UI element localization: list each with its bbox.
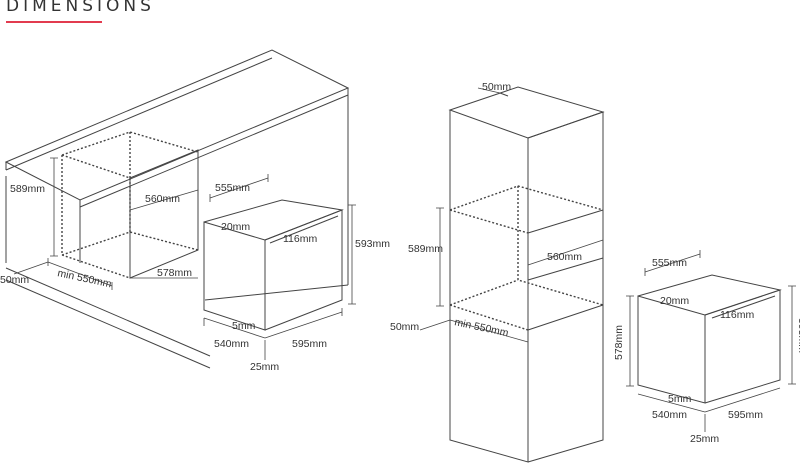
label-left-cavity-width: 560mm [145, 193, 180, 205]
tall-top-gap [499, 92, 509, 97]
tall-lower-cabinet [527, 257, 604, 331]
label-left-oven-width: 595mm [292, 338, 327, 350]
label-left-oven-inner: 20mm [221, 221, 250, 233]
label-left-front-offset: 50mm [0, 274, 29, 286]
label-right-oven-width: 595mm [728, 409, 763, 421]
label-right-oven-front: 25mm [690, 433, 719, 445]
tall-top [448, 86, 605, 139]
cabinet-opening [129, 149, 199, 279]
label-right-oven-height: 593mm [796, 318, 800, 353]
label-right-oven-gap: 5mm [668, 393, 692, 405]
label-tall-top-gap: 50mm [482, 81, 511, 93]
label-right-oven-front-height: 578mm [613, 325, 625, 360]
label-tall-cavity-width: 560mm [547, 251, 582, 263]
label-tall-front-offset: 50mm [390, 321, 419, 333]
worktop [4, 49, 350, 201]
counter-front [5, 95, 349, 285]
label-left-oven-body: 540mm [214, 338, 249, 350]
label-left-cavity-height: 589mm [10, 183, 45, 195]
label-right-oven-body: 540mm [652, 409, 687, 421]
worktop-edge [5, 57, 349, 208]
title-underline [6, 21, 102, 23]
cavity-outline [61, 131, 199, 279]
oven-drawing [626, 250, 796, 432]
label-left-oven-front: 25mm [250, 361, 279, 373]
oven2-right [704, 289, 781, 404]
page-title: DIMENSIONS [6, 0, 155, 16]
oven-right [264, 209, 343, 331]
oven-panel [269, 215, 339, 244]
label-left-min-depth: min 550mm [56, 267, 112, 290]
label-right-oven-panel: 116mm [720, 309, 754, 321]
label-left-cavity-front: 578mm [157, 267, 192, 279]
oven2-front [637, 295, 706, 404]
label-right-oven-inner: 20mm [660, 295, 689, 307]
label-left-oven-panel: 116mm [283, 233, 317, 245]
label-tall-min-depth: min 550mm [453, 316, 509, 339]
oven-top [203, 199, 344, 241]
label-tall-cavity-height: 589mm [408, 243, 443, 255]
label-left-oven-gap: 5mm [232, 320, 256, 332]
oven-front [203, 221, 266, 331]
tall-side [527, 111, 604, 463]
label-right-oven-depth: 555mm [652, 257, 687, 269]
tall-front [449, 110, 529, 463]
counter-plinth [5, 267, 349, 369]
tall-upper-cabinet [527, 138, 604, 234]
label-left-oven-depth: 555mm [215, 182, 250, 194]
tall-housing-drawing [419, 86, 605, 463]
oven2-panel [711, 295, 776, 319]
label-left-oven-height: 593mm [355, 238, 390, 250]
counter-installation-drawing [4, 49, 356, 369]
tall-cavity-outline [449, 185, 604, 331]
